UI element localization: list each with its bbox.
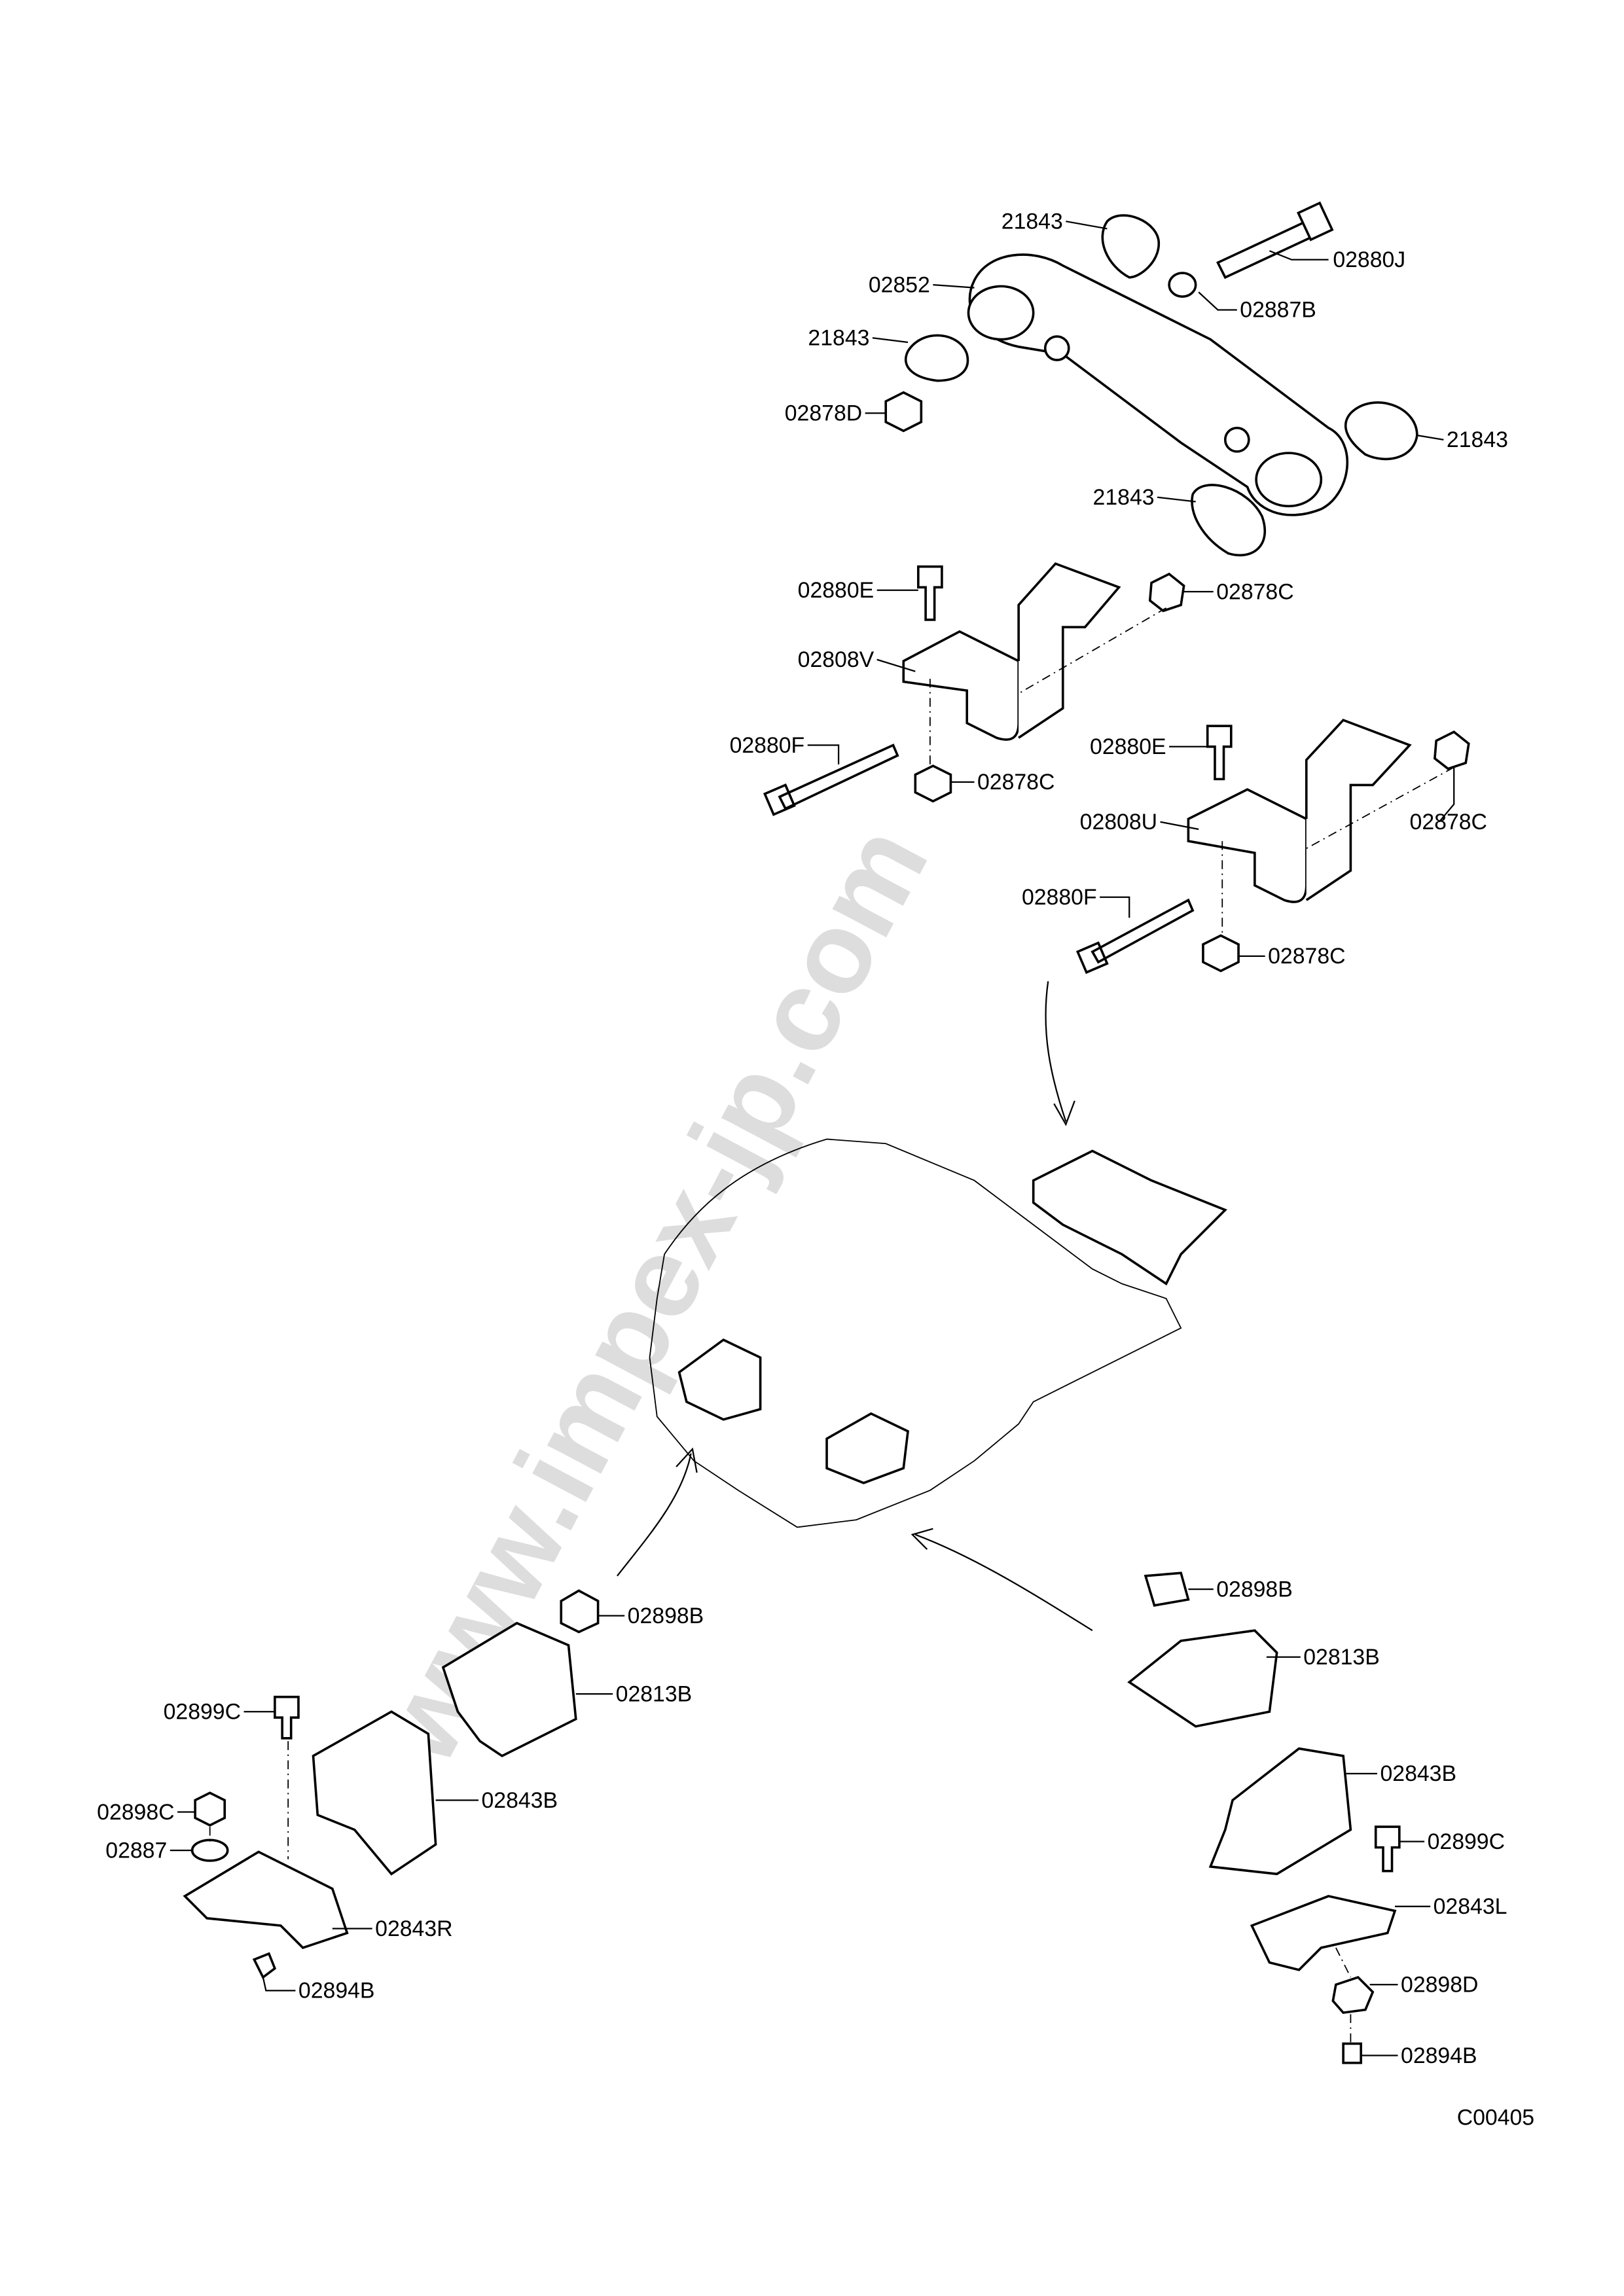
part-label[interactable]: 02843L: [1434, 1894, 1507, 1919]
nut-02898D: [1331, 1975, 1375, 2015]
washer-02887B: [1168, 272, 1197, 298]
bolt-02880E: [917, 565, 943, 621]
part-label[interactable]: 02878C: [1410, 810, 1487, 834]
washer-21843: [904, 334, 969, 382]
bolt-02880E: [1206, 725, 1233, 781]
bolt-02899C: [274, 1695, 300, 1740]
part-label[interactable]: 02878C: [977, 770, 1055, 795]
part-label[interactable]: 02808U: [1080, 810, 1157, 834]
mount-02813B: [441, 1621, 577, 1757]
bracket-02808V: [902, 562, 1121, 741]
washer-02887: [190, 1839, 229, 1862]
part-label[interactable]: 02843R: [375, 1916, 452, 1941]
mount-installed-right: [677, 1338, 762, 1421]
part-label[interactable]: 02843B: [1380, 1761, 1456, 1786]
part-label[interactable]: 02887: [105, 1838, 167, 1863]
part-label[interactable]: 02813B: [616, 1681, 693, 1706]
part-label[interactable]: 02898B: [1216, 1577, 1293, 1602]
crossmember-02852: [967, 253, 1349, 516]
bolt-02894B: [252, 1952, 277, 1979]
part-label[interactable]: 02898B: [628, 1604, 704, 1628]
leader-lines: [170, 221, 1455, 2056]
crossmember-installed: [1032, 1149, 1227, 1286]
cushion-02843B: [312, 1710, 437, 1876]
part-label[interactable]: 02880E: [1090, 734, 1166, 759]
bolt-02899C: [1374, 1825, 1401, 1873]
nut-02878D: [884, 391, 923, 433]
nut-02878C: [1202, 934, 1240, 973]
part-label[interactable]: 02887B: [1240, 298, 1316, 323]
part-label[interactable]: 02878C: [1216, 579, 1293, 604]
bolt-02880F: [763, 744, 899, 816]
washer-21843: [1344, 401, 1418, 461]
washer-21843: [1191, 484, 1267, 557]
nut-02898C: [194, 1791, 226, 1827]
mount-installed-left: [825, 1412, 909, 1484]
part-label[interactable]: 02843B: [481, 1788, 558, 1813]
arrow-icon: [1045, 981, 1075, 1126]
nut-02878C: [1148, 572, 1185, 613]
part-labels: 21843 02880J 02852 02887B 21843 02878D 2…: [97, 209, 1534, 2130]
part-label[interactable]: 21843: [1001, 209, 1063, 234]
part-label[interactable]: 02898D: [1401, 1973, 1478, 1998]
bolt-02880J: [1216, 201, 1334, 279]
watermark: www.impex-jp.com: [352, 806, 952, 1783]
nut-02878C: [1434, 730, 1470, 770]
mount-02813B: [1127, 1629, 1278, 1728]
part-label[interactable]: 21843: [1093, 485, 1155, 510]
bolt-02880F: [1075, 898, 1195, 975]
arrow-icon: [617, 1447, 698, 1577]
part-label[interactable]: 02898C: [97, 1800, 174, 1825]
part-label[interactable]: 21843: [808, 326, 869, 351]
part-label[interactable]: 02899C: [1428, 1829, 1505, 1854]
bracket-02808U: [1187, 719, 1412, 903]
bracket-02843R: [183, 1850, 349, 1950]
nut-02898B: [1144, 1571, 1190, 1607]
diagram-code: C00405: [1457, 2105, 1534, 2130]
washer-21843: [1101, 214, 1161, 279]
nut-02878C: [914, 764, 952, 803]
bolt-02894B: [1342, 2042, 1362, 2064]
nut-02898B: [560, 1589, 600, 1634]
bracket-02843L: [1250, 1895, 1397, 1971]
arrow-icon: [911, 1528, 1093, 1632]
engine-outline: [649, 1138, 1182, 1528]
part-label[interactable]: 02878D: [785, 401, 862, 426]
part-label[interactable]: 02894B: [1401, 2043, 1477, 2068]
part-label[interactable]: 02880F: [730, 733, 805, 758]
part-label[interactable]: 02852: [869, 272, 930, 297]
part-label[interactable]: 02899C: [164, 1699, 241, 1724]
part-label[interactable]: 21843: [1447, 427, 1508, 452]
part-label[interactable]: 02880E: [798, 578, 875, 603]
part-label[interactable]: 02880J: [1333, 247, 1405, 272]
part-label[interactable]: 02808V: [798, 647, 875, 672]
part-label[interactable]: 02813B: [1303, 1645, 1380, 1670]
part-label[interactable]: 02878C: [1268, 944, 1345, 969]
part-label[interactable]: 02880F: [1022, 885, 1097, 910]
cushion-02843B: [1208, 1747, 1352, 1876]
part-label[interactable]: 02894B: [298, 1979, 375, 2003]
